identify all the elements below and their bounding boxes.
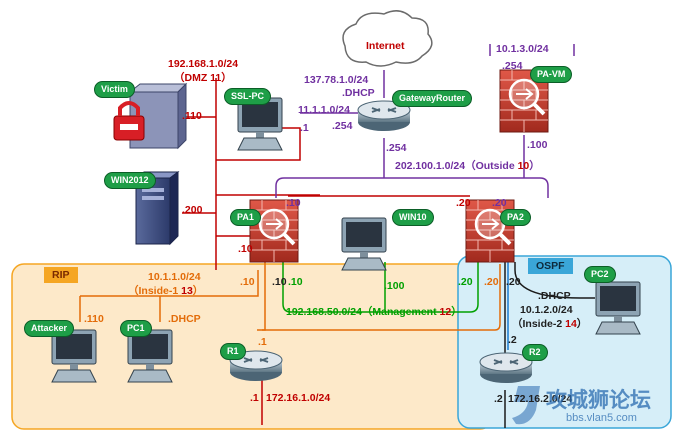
pc2-icon[interactable]: [595, 281, 641, 335]
sslpc-network-label: 11.1.1.0/24: [298, 104, 350, 116]
pa1-top-addr: .10: [286, 197, 301, 209]
r1-lan-label: 172.16.1.0/24: [266, 392, 331, 404]
pa2-ospf-addr: .20: [506, 276, 521, 288]
win2012-badge: WIN2012: [104, 172, 156, 189]
internet-cloud-icon: [342, 10, 433, 67]
inside2-zone-label: （Inside-2 14）: [512, 318, 588, 330]
inside1-zone-label: （Inside-1 13）: [128, 285, 204, 297]
inside1-network-label: 10.1.1.0/24: [148, 271, 201, 283]
pa1-left-addr: .10: [238, 243, 253, 255]
win10-pc-icon[interactable]: [341, 217, 387, 271]
pa1-bottom-addr: .10: [272, 276, 287, 288]
win10-addr: .100: [384, 280, 405, 292]
server-lock-icon: [113, 82, 188, 150]
gw-left-addr: .254: [332, 120, 353, 132]
mgmt-network-label: 192.168.50.0/24（Management 12）: [286, 306, 462, 318]
r2-lan-label: 172.16.2.0/24: [508, 393, 573, 405]
victim-addr: .110: [182, 110, 202, 122]
dmz-network-label: 192.168.1.0/24: [168, 58, 239, 70]
r2-badge: R2: [522, 344, 548, 361]
dmz-links: [180, 78, 470, 270]
pa1-firewall-icon[interactable]: [248, 198, 300, 264]
pavm-100-addr: .100: [527, 139, 548, 151]
attacker-badge: Attacker: [24, 320, 75, 337]
pc1-dhcp-label: .DHCP: [168, 313, 201, 325]
victim-badge: Victim: [94, 81, 135, 98]
pa2-inside2-addr: .20: [484, 276, 499, 288]
pavm-254-addr: .254: [502, 60, 523, 72]
pc2-badge: PC2: [584, 266, 616, 283]
pa1-rip-addr: .10: [240, 276, 255, 288]
outside-links: [275, 44, 575, 198]
rip-zone-tag: RIP: [44, 267, 78, 283]
pa-vm-badge: PA-VM: [530, 66, 573, 83]
pc2-dhcp-label: .DHCP: [538, 290, 571, 302]
gw-bottom-addr: .254: [386, 142, 407, 154]
mgmt-link: [282, 262, 479, 313]
r1-bottom-addr: .1: [250, 392, 259, 404]
ssl-pc-icon[interactable]: [237, 97, 283, 151]
pa1-mgmt-addr: .10: [288, 276, 303, 288]
ospf-zone-tag: OSPF: [528, 258, 573, 274]
pc1-icon[interactable]: [127, 329, 173, 383]
win10-badge: WIN10: [392, 209, 434, 226]
tower-server-icon: [134, 171, 180, 246]
pa1-badge: PA1: [230, 209, 261, 226]
internet-label: Internet: [366, 40, 405, 52]
gw-ext-mode-label: .DHCP: [342, 87, 375, 99]
pa2-mgmt-addr: .20: [458, 276, 473, 288]
gateway-router-badge: GatewayRouter: [392, 90, 473, 107]
watermark-url: bbs.vlan5.com: [566, 412, 637, 424]
r2-top-addr: .2: [508, 334, 517, 346]
attacker-addr: .110: [84, 313, 104, 325]
r2-bottom-addr: .2: [494, 393, 503, 405]
pc1-badge: PC1: [120, 320, 152, 337]
r1-badge: R1: [220, 343, 246, 360]
inside1-links: [79, 262, 501, 331]
dmz-zone-label: （DMZ 11）: [174, 72, 232, 84]
ssl-pc-badge: SSL-PC: [224, 88, 272, 105]
r1-top-addr: .1: [258, 336, 267, 348]
pa2-top-addr-b: .20: [492, 197, 507, 209]
watermark-logo-icon: [512, 386, 540, 425]
pa2-badge: PA2: [500, 209, 531, 226]
gw-ext-network-label: 137.78.1.0/24: [304, 74, 369, 86]
pavm-network-label: 10.1.3.0/24: [496, 43, 549, 55]
watermark-brand: 攻城狮论坛: [546, 388, 651, 412]
pa2-top-addr-a: .20: [456, 197, 471, 209]
inside2-links: [504, 262, 595, 428]
sslpc-addr: .1: [300, 122, 309, 134]
attacker-pc-icon[interactable]: [51, 329, 97, 383]
outside-network-label: 202.100.1.0/24（Outside 10）: [395, 160, 540, 172]
win2012-addr: .200: [182, 204, 203, 216]
inside2-network-label: 10.1.2.0/24: [520, 304, 573, 316]
